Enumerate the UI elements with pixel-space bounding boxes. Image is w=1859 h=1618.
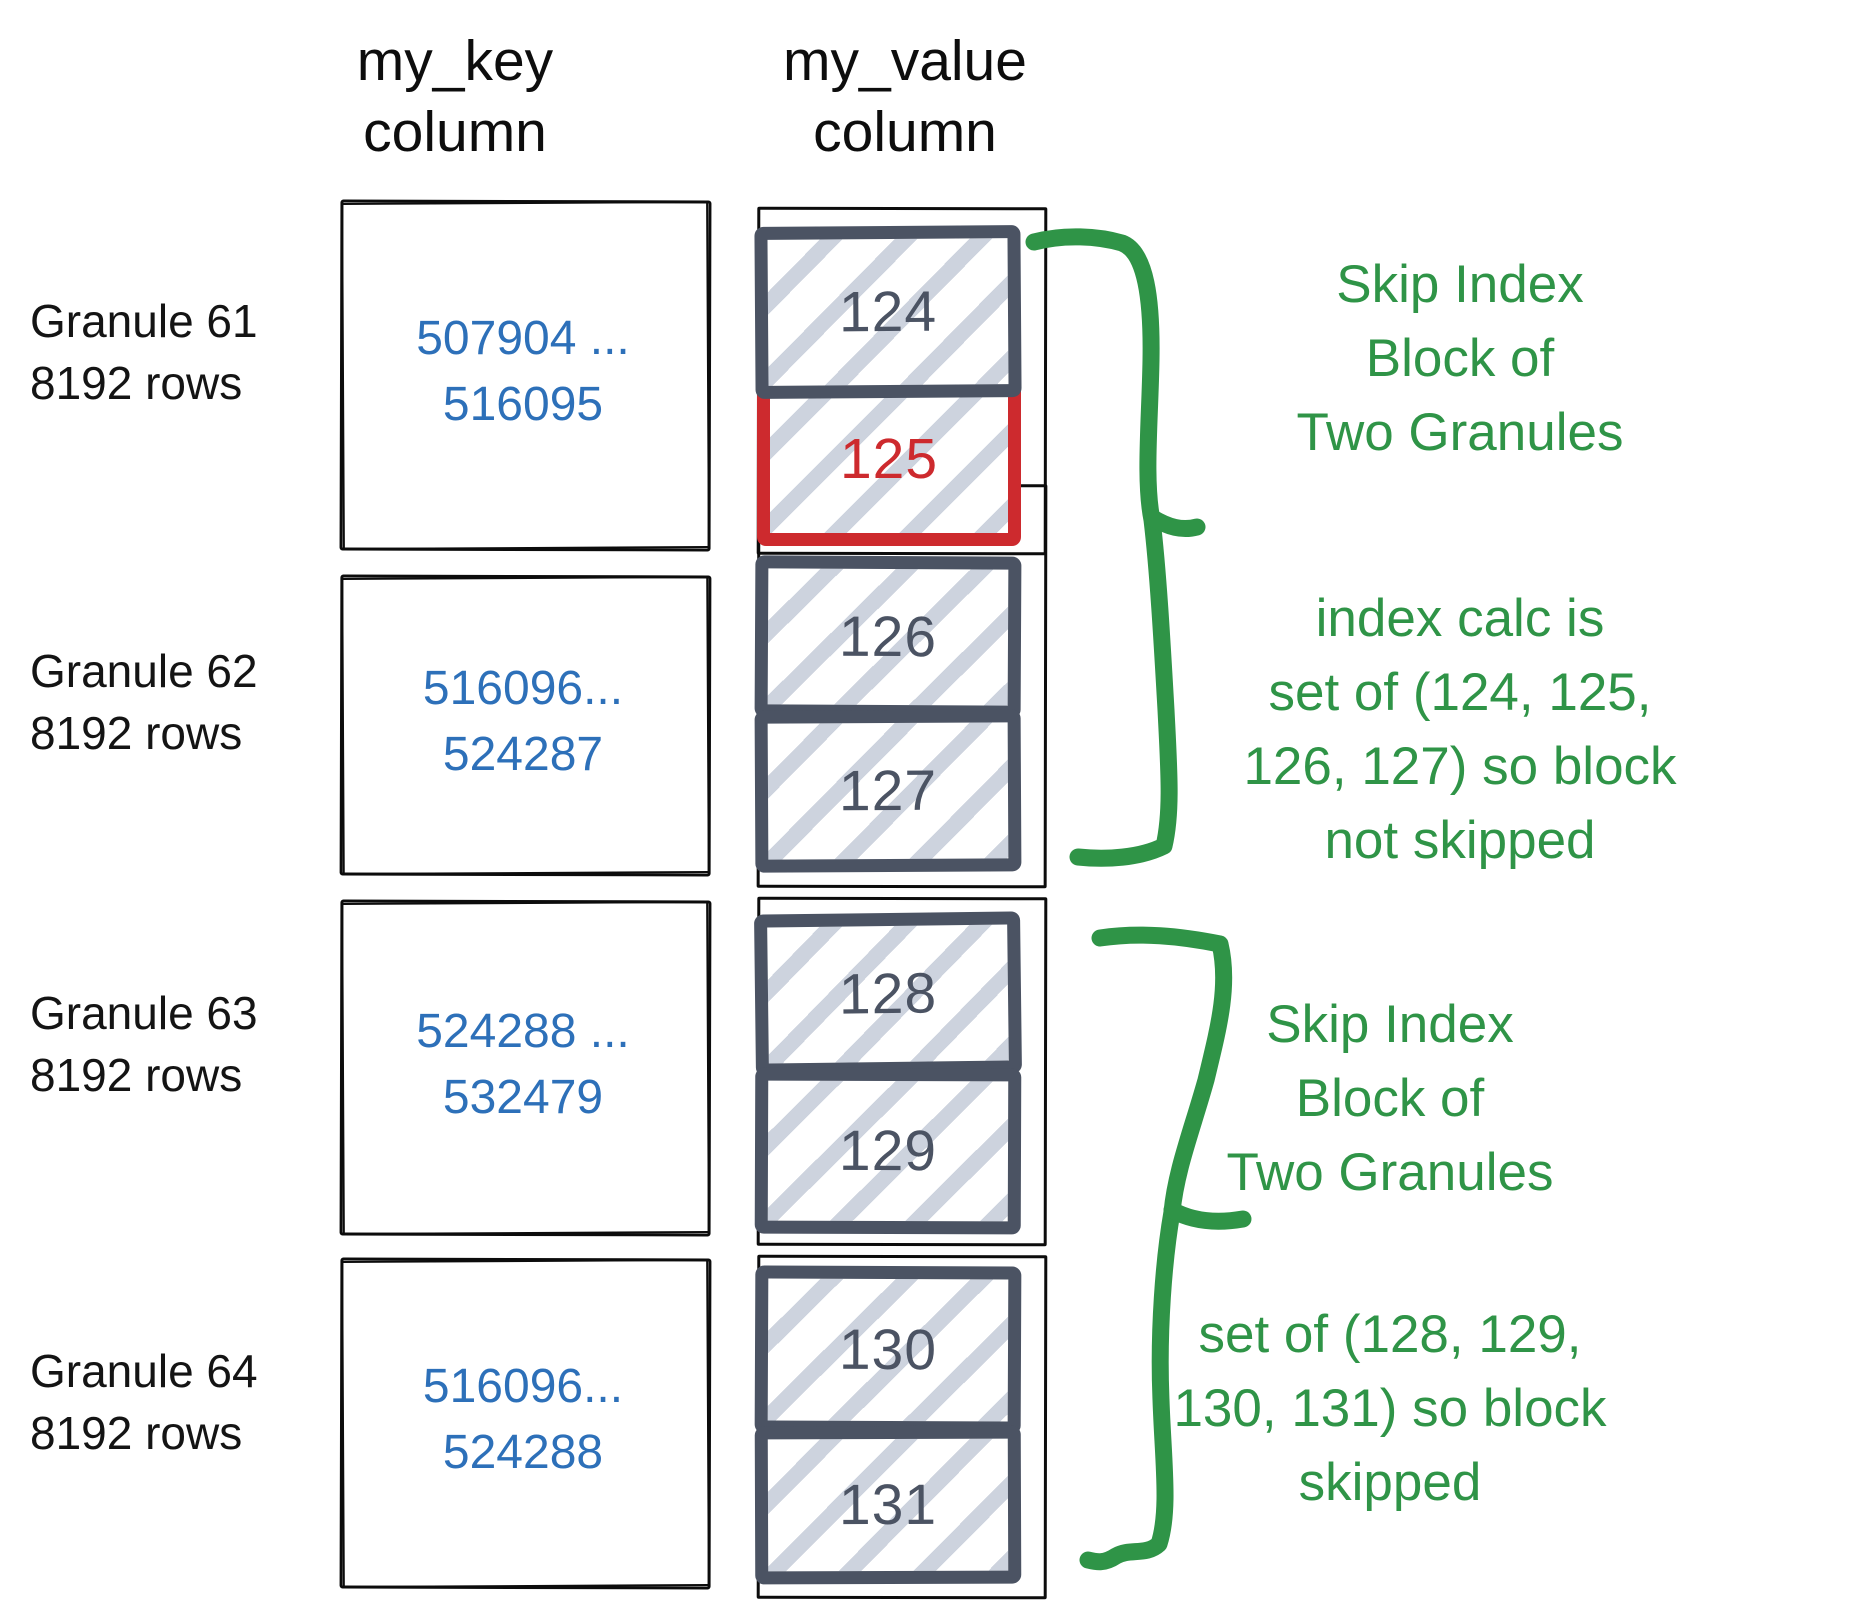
granule-label: Granule 62 8192 rows <box>30 645 258 759</box>
value-block-number: 124 <box>838 279 938 345</box>
value-block: 130 <box>754 1265 1022 1435</box>
value-block-number: 130 <box>838 1317 938 1383</box>
value-block-number: 127 <box>838 758 938 824</box>
granule-label: Granule 64 8192 rows <box>30 1345 258 1459</box>
granule-label: Granule 61 8192 rows <box>30 295 258 409</box>
key-range-text: 507904 ... 516095 <box>416 312 630 431</box>
granule-label: Granule 63 8192 rows <box>30 987 258 1101</box>
annotation-skip-index-block-2: Skip Index Block of Two Granules <box>1226 995 1554 1202</box>
key-range-text: 516096... 524288 <box>422 1360 624 1479</box>
value-block-number: 125 <box>839 427 939 491</box>
value-block-number: 129 <box>838 1118 938 1184</box>
value-block: 129 <box>754 1067 1022 1235</box>
value-column-header: my_value column <box>783 29 1027 164</box>
value-block: 128 <box>754 911 1022 1077</box>
key-range-text: 516096... 524287 <box>422 662 624 781</box>
value-block: 124 <box>754 225 1022 399</box>
value-block-number: 126 <box>838 604 938 670</box>
value-block-highlighted: 125 <box>757 372 1021 546</box>
annotation-index-calc-not-skipped: index calc is set of (124, 125, 126, 127… <box>1243 589 1677 870</box>
value-block-number: 128 <box>838 961 938 1027</box>
key-range-text: 524288 ... 532479 <box>416 1005 630 1124</box>
key-column-header: my_key column <box>356 29 554 164</box>
value-block: 126 <box>754 555 1022 719</box>
annotation-block-skipped: set of (128, 129, 130, 131) so block ski… <box>1173 1305 1607 1512</box>
value-block: 127 <box>754 709 1022 873</box>
value-block: 131 <box>754 1425 1022 1585</box>
value-block-number: 131 <box>838 1472 938 1538</box>
annotation-skip-index-block-1: Skip Index Block of Two Granules <box>1296 255 1624 462</box>
